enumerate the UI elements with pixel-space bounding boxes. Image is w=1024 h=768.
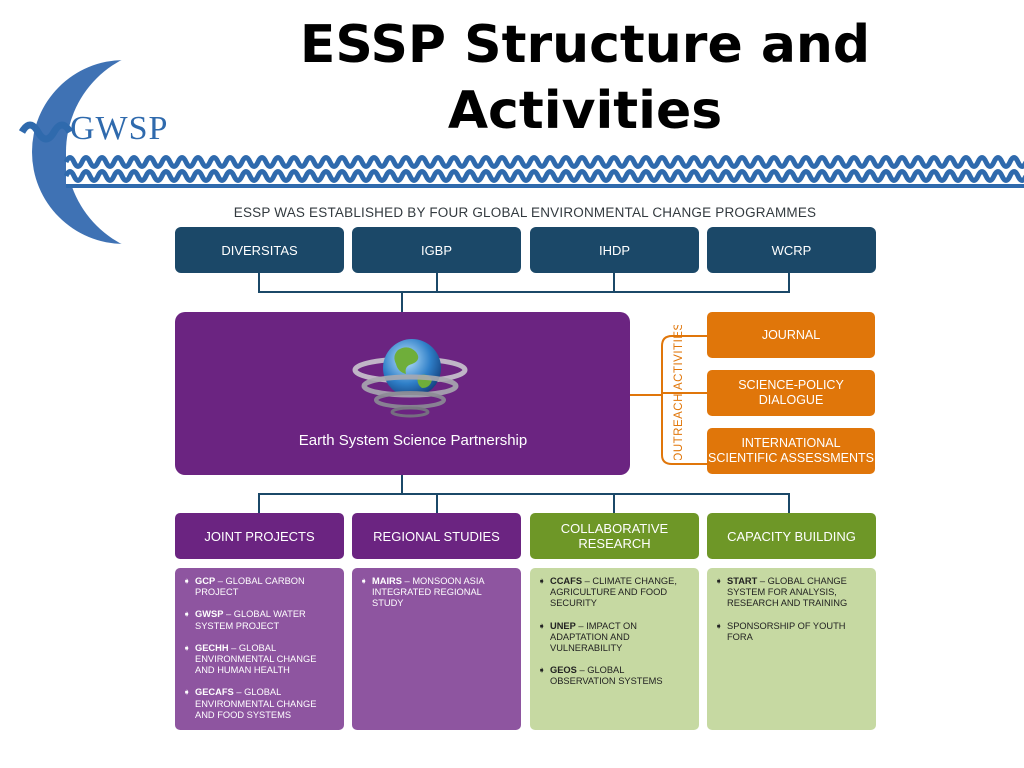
globe-icon <box>352 339 468 418</box>
panel-capacity-building: ➧START – GLOBAL CHANGE SYSTEM FOR ANALYS… <box>707 568 876 730</box>
project-code: GEOS <box>550 665 577 676</box>
diagram-subtitle: ESSP WAS ESTABLISHED BY FOUR GLOBAL ENVI… <box>233 205 817 220</box>
project-item: ➧GCP – GLOBAL CARBON PROJECT <box>183 576 305 598</box>
project-description: GLOBAL ENVIRONMENTAL CHANGE AND FOOD SYS… <box>195 687 317 720</box>
panel-regional-studies: ➧MAIRS – MONSOON ASIA INTEGRATED REGIONA… <box>352 568 521 730</box>
founder-wcrp: WCRP <box>707 227 876 273</box>
outreach-international-scientific-assessments: INTERNATIONAL SCIENTIFIC ASSESSMENTS <box>707 428 875 474</box>
category-regional-studies: REGIONAL STUDIES <box>352 513 521 559</box>
essp-label: Earth System Science Partnership <box>298 432 528 449</box>
project-item: ➧GECHH – GLOBAL ENVIRONMENTAL CHANGE AND… <box>183 642 317 676</box>
svg-text:OUTREACH ACTIVITIES: OUTREACH ACTIVITIES <box>673 325 685 460</box>
outreach-label: OUTREACH ACTIVITIES <box>673 325 685 460</box>
project-item: ➧GWSP – GLOBAL WATER SYSTEM PROJECT <box>183 609 306 631</box>
bullet-arrow-icon: ➧ <box>538 620 546 631</box>
bullet-arrow-icon: ➧ <box>183 576 191 586</box>
wave-band <box>63 150 1024 188</box>
bullet-arrow-icon: ➧ <box>183 609 191 620</box>
project-code: GWSP <box>195 609 224 620</box>
bullet-arrow-icon: ➧ <box>715 576 723 586</box>
panel-joint-projects: ➧GCP – GLOBAL CARBON PROJECT➧GWSP – GLOB… <box>175 568 344 730</box>
founder-igbp: IGBP <box>352 227 521 273</box>
logo-wave-mark <box>18 121 74 143</box>
project-code: GCP <box>195 576 216 586</box>
category-capacity-building: CAPACITY BUILDING <box>707 513 876 559</box>
bullet-arrow-icon: ➧ <box>183 687 191 698</box>
project-description: GLOBAL OBSERVATION SYSTEMS <box>550 665 663 687</box>
project-item: ➧GECAFS – GLOBAL ENVIRONMENTAL CHANGE AN… <box>183 687 317 720</box>
project-description: SPONSORSHIP OF YOUTH FORA <box>727 620 846 642</box>
project-description: GLOBAL CARBON PROJECT <box>195 576 305 598</box>
founder-diversitas: DIVERSITAS <box>175 227 344 273</box>
project-code: START <box>727 576 758 586</box>
project-description: MONSOON ASIA INTEGRATED REGIONAL STUDY <box>372 576 485 609</box>
project-item: ➧START – GLOBAL CHANGE SYSTEM FOR ANALYS… <box>715 576 848 609</box>
bullet-arrow-icon: ➧ <box>715 620 723 631</box>
project-item: ➧ SPONSORSHIP OF YOUTH FORA <box>715 621 868 643</box>
project-item: ➧CCAFS – CLIMATE CHANGE, AGRICULTURE AND… <box>538 576 677 609</box>
bullet-arrow-icon: ➧ <box>538 576 546 586</box>
outreach-journal: JOURNAL <box>707 312 875 358</box>
project-item: ➧UNEP – IMPACT ON ADAPTATION AND VULNERA… <box>538 620 637 654</box>
project-description: IMPACT ON ADAPTATION AND VULNERABILITY <box>550 620 637 654</box>
gwsp-logo <box>18 60 1024 244</box>
project-item: ➧MAIRS – MONSOON ASIA INTEGRATED REGIONA… <box>360 576 485 609</box>
logo-text: GWSP <box>70 110 169 147</box>
project-code: MAIRS <box>372 576 402 586</box>
category-collaborative-research: COLLABORATIVE RESEARCH <box>530 513 699 559</box>
project-code: GECAFS <box>195 687 234 698</box>
project-description: GLOBAL ENVIRONMENTAL CHANGE AND HUMAN HE… <box>195 642 317 676</box>
project-description: CLIMATE CHANGE, AGRICULTURE AND FOOD SEC… <box>550 576 677 609</box>
bullet-arrow-icon: ➧ <box>538 665 546 676</box>
panel-collaborative-research: ➧CCAFS – CLIMATE CHANGE, AGRICULTURE AND… <box>530 568 699 730</box>
category-joint-projects: JOINT PROJECTS <box>175 513 344 559</box>
bullet-arrow-icon: ➧ <box>183 642 191 653</box>
page-title: ESSP Structure and Activities <box>299 15 871 141</box>
project-item: ➧GEOS – GLOBAL OBSERVATION SYSTEMS <box>538 665 663 687</box>
project-code: GECHH <box>195 642 229 653</box>
outreach-science-policy-dialogue: SCIENCE-POLICY DIALOGUE <box>707 370 875 416</box>
bullet-arrow-icon: ➧ <box>360 576 368 586</box>
project-code: CCAFS <box>550 576 583 586</box>
project-code: UNEP <box>550 620 576 631</box>
founder-ihdp: IHDP <box>530 227 699 273</box>
project-description: GLOBAL CHANGE SYSTEM FOR ANALYSIS, RESEA… <box>727 576 848 609</box>
project-description: GLOBAL WATER SYSTEM PROJECT <box>195 609 306 631</box>
